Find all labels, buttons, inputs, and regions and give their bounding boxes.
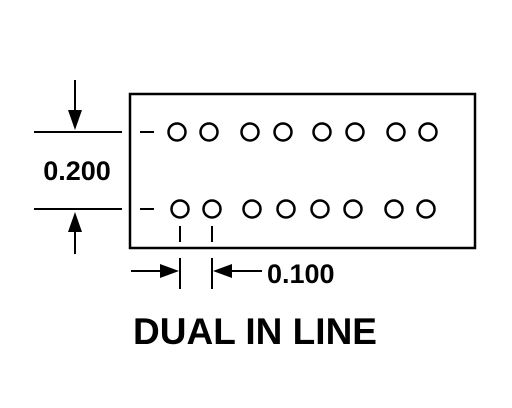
diagram-caption: DUAL IN LINE	[133, 311, 377, 352]
bottom-row-pin-7	[384, 199, 404, 219]
top-row-pin-8	[418, 122, 438, 142]
arrow-down-icon	[68, 110, 82, 130]
bottom-row-pin-8	[416, 199, 436, 219]
pin-pitch-label: 0.100	[267, 259, 335, 289]
arrow-left-icon	[213, 264, 232, 278]
bottom-row-pin-2	[202, 199, 222, 219]
bottom-row-pin-4	[276, 199, 296, 219]
top-pin-row	[167, 122, 438, 142]
top-row-pin-3	[240, 122, 260, 142]
bottom-pin-row	[170, 199, 436, 219]
bottom-row-pin-5	[310, 199, 330, 219]
top-row-pin-6	[345, 122, 365, 142]
bottom-row-pin-6	[343, 199, 363, 219]
arrow-right-icon	[160, 264, 179, 278]
row-spacing-label: 0.200	[43, 156, 111, 186]
top-row-pin-7	[386, 122, 406, 142]
top-row-pin-2	[199, 122, 219, 142]
package-outline	[128, 92, 477, 250]
top-row-pin-5	[312, 122, 332, 142]
bottom-row-pin-3	[242, 199, 262, 219]
top-row-pin-4	[273, 122, 293, 142]
top-row-pin-1	[167, 122, 187, 142]
arrow-up-icon	[68, 212, 82, 232]
bottom-row-pin-1	[170, 199, 190, 219]
